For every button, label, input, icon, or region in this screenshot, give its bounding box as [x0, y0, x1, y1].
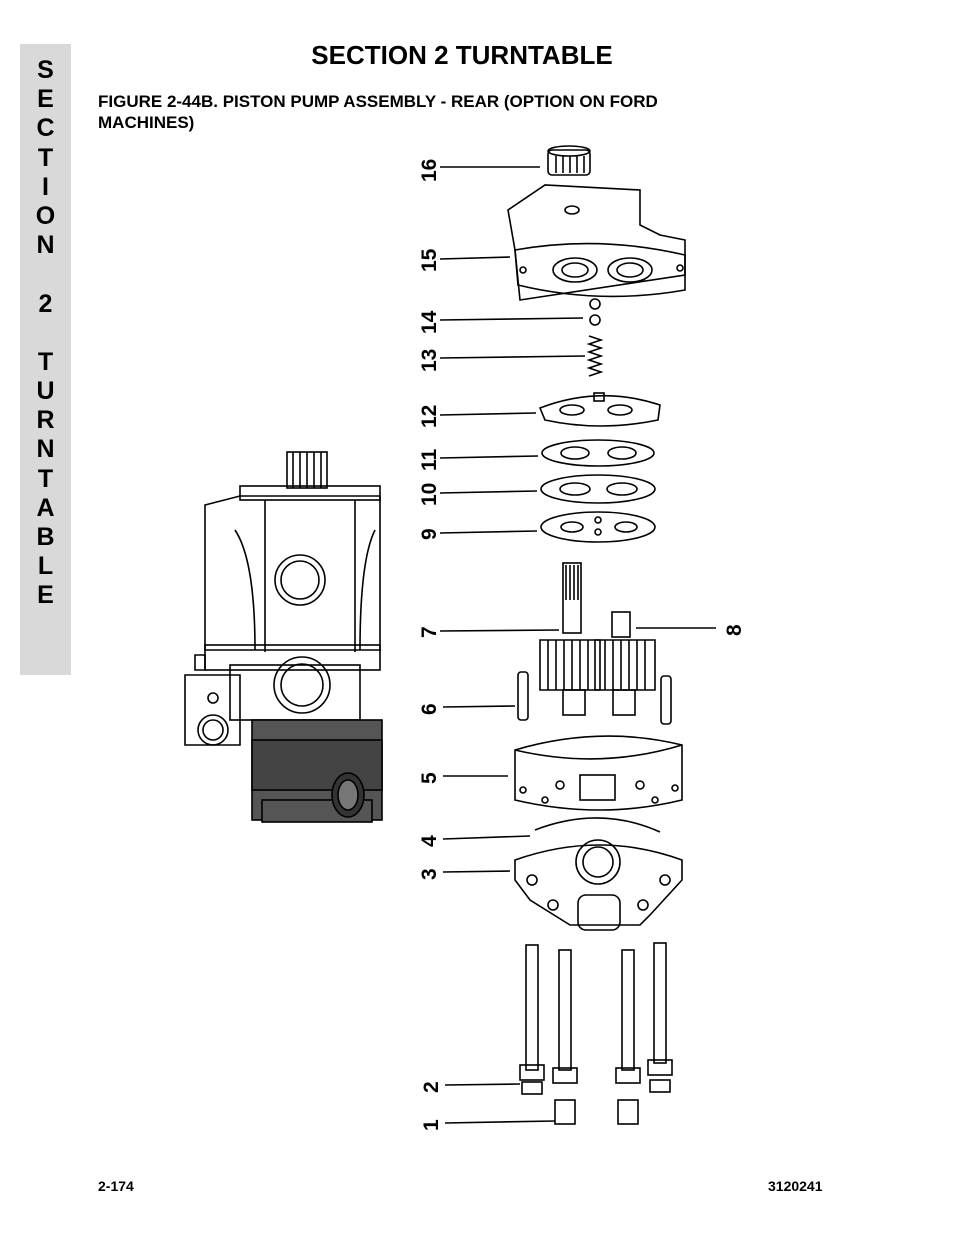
side-tab-letter: N — [36, 435, 55, 464]
side-tab-letter: S — [37, 56, 54, 84]
part-13-spring — [586, 335, 604, 377]
callout-16: 16 — [418, 159, 441, 182]
callout-7: 7 — [418, 626, 441, 638]
callout-8: 8 — [723, 624, 746, 636]
callout-13: 13 — [418, 349, 441, 372]
side-tab-letter: E — [37, 581, 54, 610]
page-title: SECTION 2 TURNTABLE — [311, 40, 613, 70]
page-number: 2-174 — [98, 1178, 134, 1194]
part-14-balls — [589, 298, 601, 326]
side-tab-letter: T — [37, 464, 54, 493]
part-3-end-cover — [514, 839, 683, 931]
part-6-dowel-pins — [517, 671, 672, 725]
part-16-bearing — [547, 145, 591, 176]
assembled-pump-illustration — [184, 451, 383, 823]
side-tab-letter: R — [36, 406, 55, 435]
side-tab-letter: O — [35, 201, 56, 230]
callout-1: 1 — [420, 1119, 443, 1131]
side-tab-letter: U — [36, 377, 55, 406]
parts-1-2-bolts-washers — [519, 942, 673, 1125]
part-12-wear-plate — [538, 392, 661, 427]
part-11-gasket — [541, 439, 655, 467]
part-10-seal-plate — [540, 474, 656, 504]
callout-2: 2 — [420, 1081, 443, 1093]
side-tab-letter: E — [37, 85, 54, 114]
side-tab-letter: I — [42, 172, 49, 201]
callout-3: 3 — [418, 868, 441, 880]
callout-12: 12 — [418, 405, 441, 428]
callout-9: 9 — [418, 528, 441, 540]
side-tab-letter: T — [37, 347, 54, 376]
callout-5: 5 — [418, 772, 441, 784]
part-5-gear-housing — [514, 735, 683, 811]
side-tab-letter: C — [36, 114, 55, 143]
side-tab-letter: B — [36, 523, 55, 551]
document-number: 3120241 — [768, 1178, 823, 1194]
callout-14: 14 — [418, 310, 441, 334]
part-4-o-ring — [534, 817, 661, 833]
figure-caption: FIGURE 2-44B. PISTON PUMP ASSEMBLY - REA… — [98, 92, 658, 132]
callout-15: 15 — [418, 248, 441, 272]
callout-4: 4 — [418, 835, 441, 847]
part-9-thrust-plate — [540, 511, 656, 543]
side-tab-letter: T — [37, 143, 54, 172]
side-tab-letter: 2 — [38, 289, 53, 318]
callout-10: 10 — [418, 483, 441, 506]
part-15-pump-cover — [507, 184, 686, 301]
callout-6: 6 — [418, 703, 441, 715]
parts-7-8-gear-set — [539, 562, 656, 716]
side-tab-letter: L — [37, 552, 54, 581]
side-tab-letter: A — [36, 493, 55, 522]
callout-11: 11 — [418, 448, 441, 471]
callout-leader-lines — [439, 166, 716, 1124]
side-tab-letter: N — [36, 231, 55, 260]
